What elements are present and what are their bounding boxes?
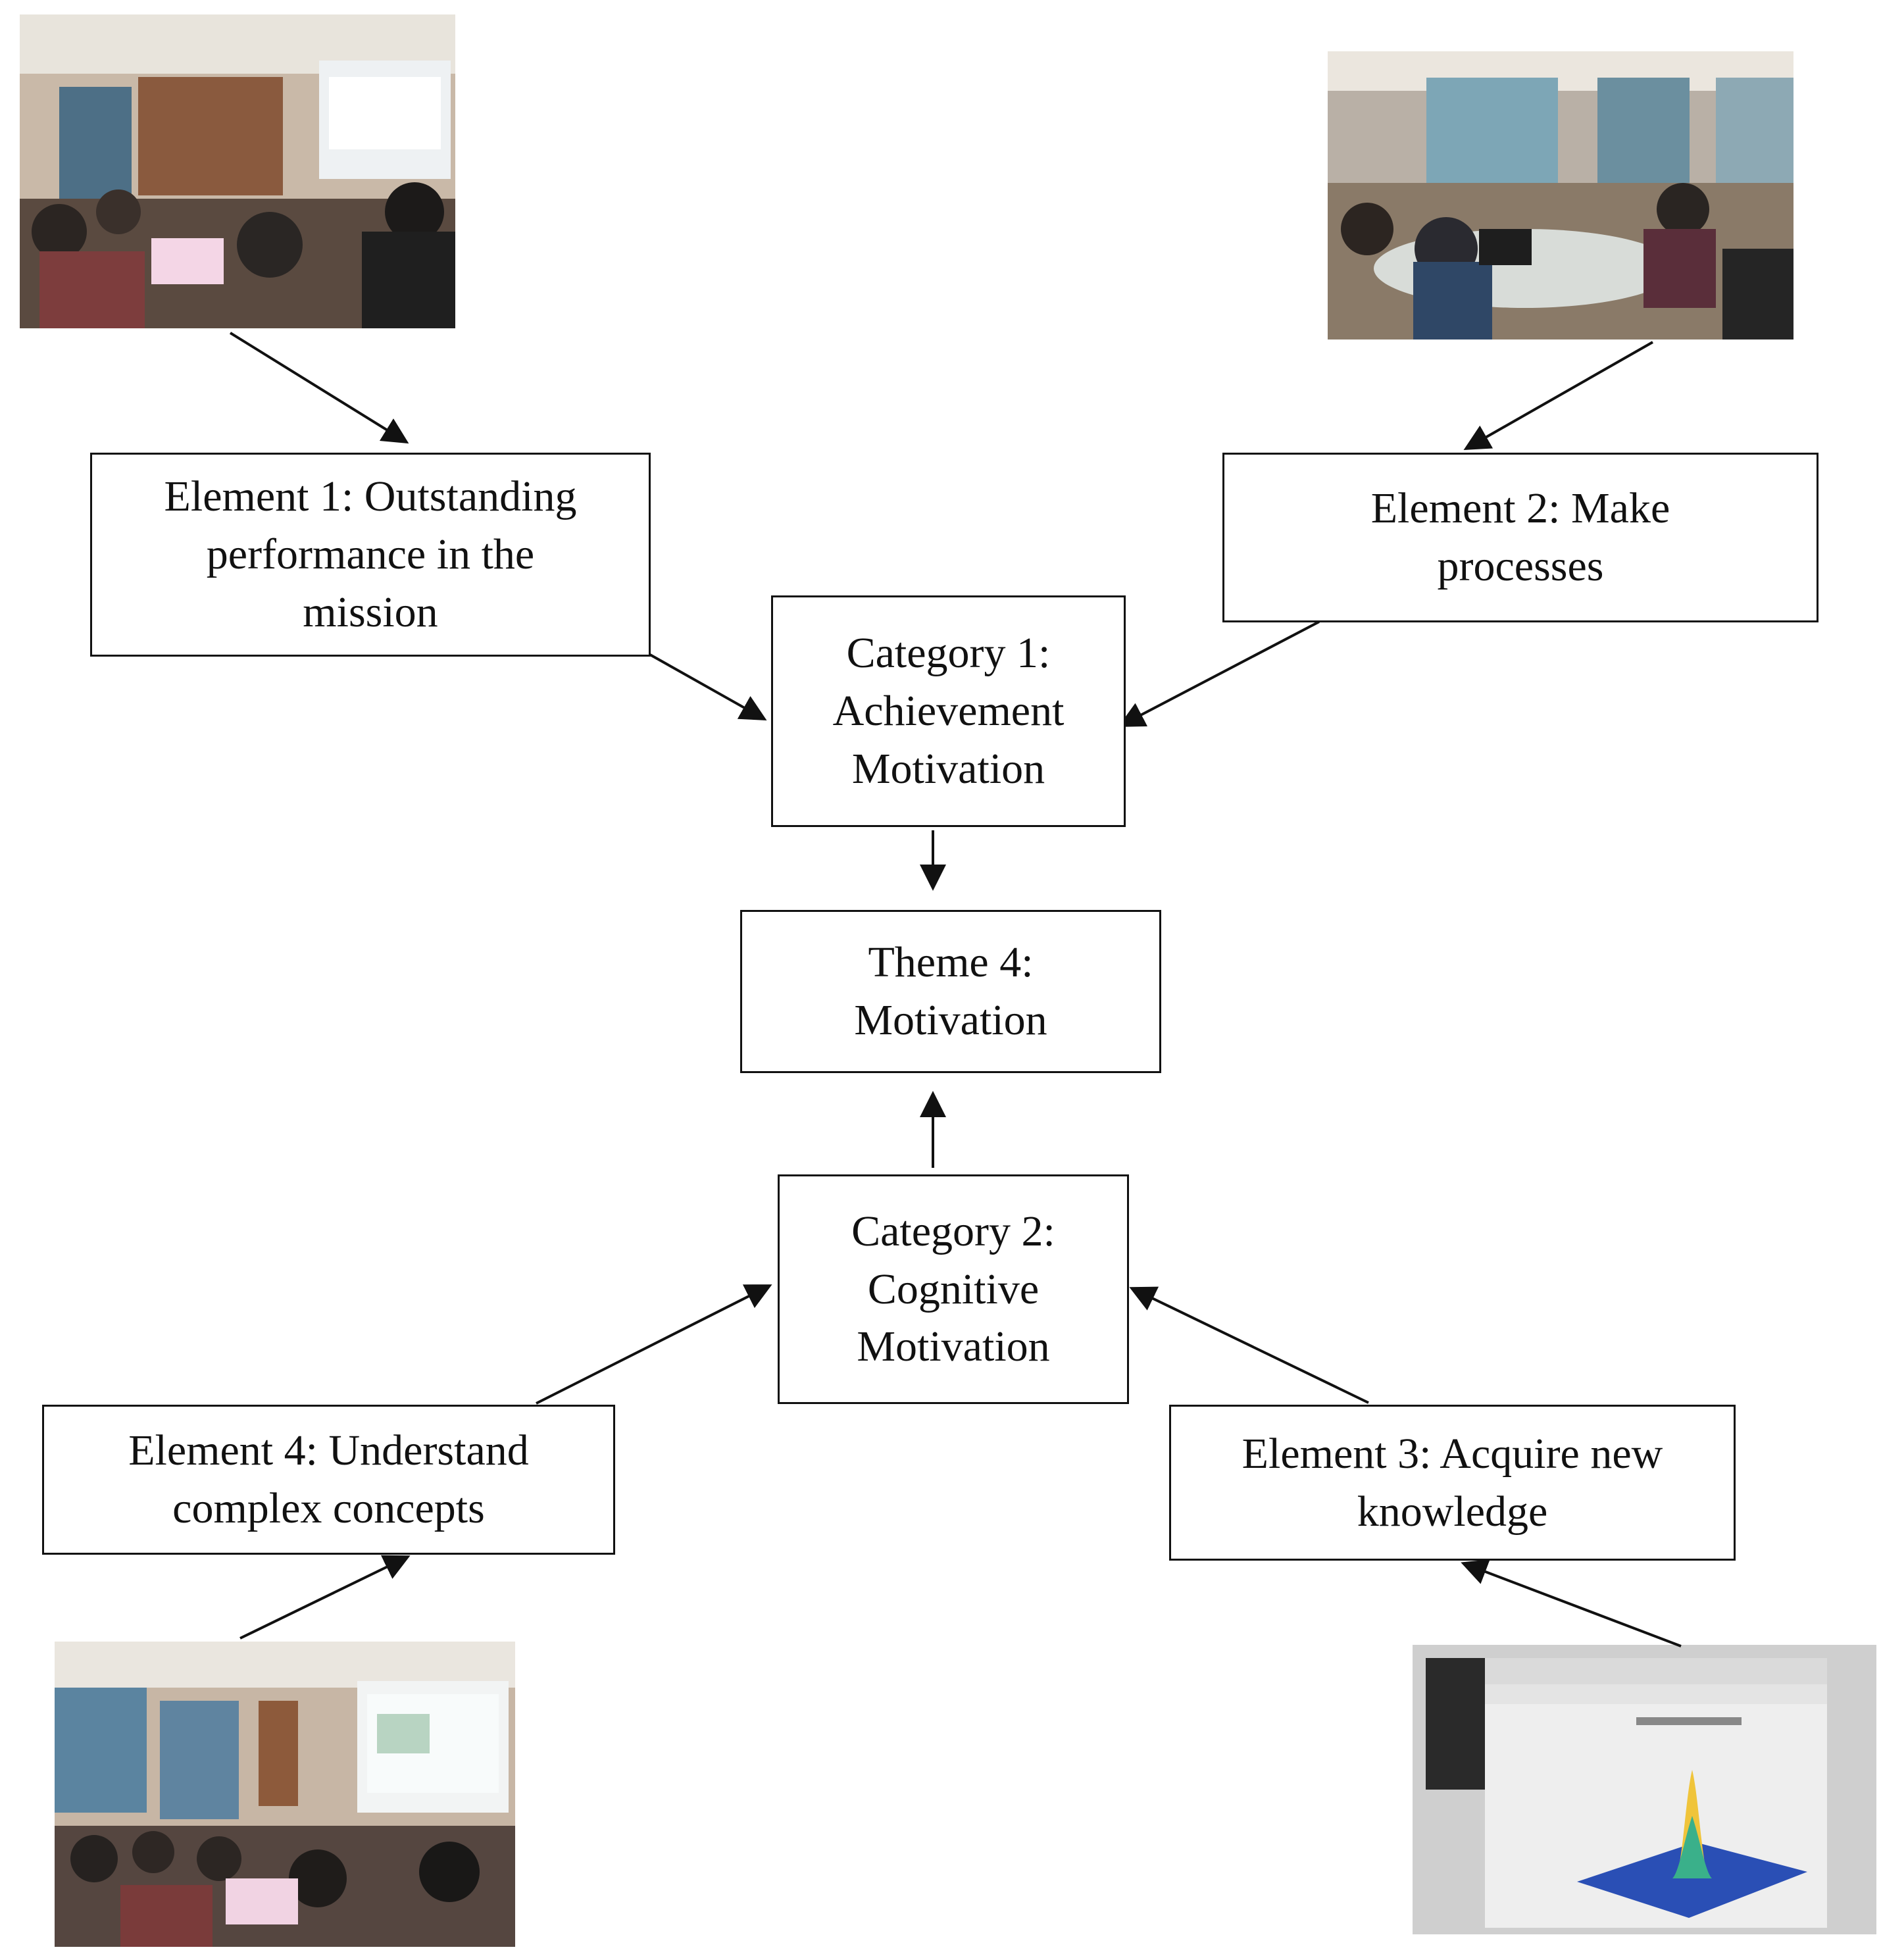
element-3-label: Element 3: Acquire new knowledge (1241, 1429, 1663, 1536)
element-3-box: Element 3: Acquire new knowledge (1169, 1405, 1736, 1561)
classroom-photo-top-right (1328, 51, 1793, 339)
arrow-photo2-to-element2 (1463, 341, 1653, 450)
arrow-photo4-to-element4 (239, 1555, 411, 1640)
arrow-element1-to-category1 (649, 653, 767, 720)
arrow-element4-to-category2 (536, 1284, 772, 1405)
category-2-label: Category 2: Cognitive Motivation (851, 1207, 1055, 1371)
element-4-label: Element 4: Understand complex concepts (128, 1426, 529, 1532)
category-2-box: Category 2: Cognitive Motivation (778, 1174, 1129, 1404)
arrow-element2-to-category1 (1118, 620, 1320, 727)
element-2-label: Element 2: Make processes (1370, 484, 1670, 590)
classroom-photo-top-left (20, 14, 455, 328)
theme-box: Theme 4: Motivation (740, 910, 1161, 1073)
surface-plot-screen-photo (1413, 1645, 1876, 1934)
theme-label: Theme 4: Motivation (854, 938, 1047, 1044)
classroom-photo-bottom-left (55, 1642, 515, 1947)
category-1-box: Category 1: Achievement Motivation (771, 595, 1126, 827)
arrow-photo1-to-element1 (229, 332, 409, 444)
arrow-element3-to-category2 (1129, 1286, 1369, 1404)
category-1-label: Category 1: Achievement Motivation (832, 629, 1065, 793)
element-4-box: Element 4: Understand complex concepts (42, 1405, 615, 1555)
arrow-photo3-to-element3 (1461, 1559, 1682, 1647)
element-1-label: Element 1: Outstanding performance in th… (164, 472, 577, 636)
element-2-box: Element 2: Make processes (1222, 453, 1818, 622)
element-1-box: Element 1: Outstanding performance in th… (90, 453, 651, 657)
